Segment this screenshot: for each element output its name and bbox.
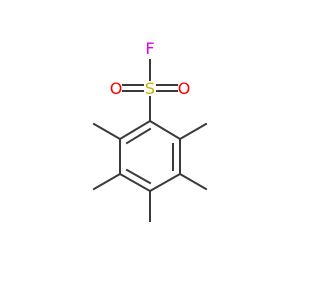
bond-layer [92,59,208,222]
ring-bond-c4-c5 [118,172,152,193]
ring-inner-bond-c4-c5 [125,168,152,185]
atom-sulfur-label: S [145,79,155,98]
methyl-bond-c6 [92,122,122,141]
ring-inner-bond-c6-c1 [125,127,152,145]
atom-oxygen-left-label: O [110,79,123,98]
atom-oxygen-right-label: O [178,79,191,98]
methyl-bond-c5 [92,172,122,191]
atom-label-layer: F S O O [110,39,191,98]
ring-bond-c3-c4 [148,172,182,193]
structure-canvas: F S O O [92,39,208,222]
ring-bond-c1-c2 [148,119,182,141]
ring-bond-c6-c1 [118,119,152,141]
molecule-structure: F S O O [92,39,208,222]
atom-fluorine-label: F [145,39,154,58]
methyl-bond-c3 [178,172,208,191]
methyl-bond-c2 [178,122,208,141]
